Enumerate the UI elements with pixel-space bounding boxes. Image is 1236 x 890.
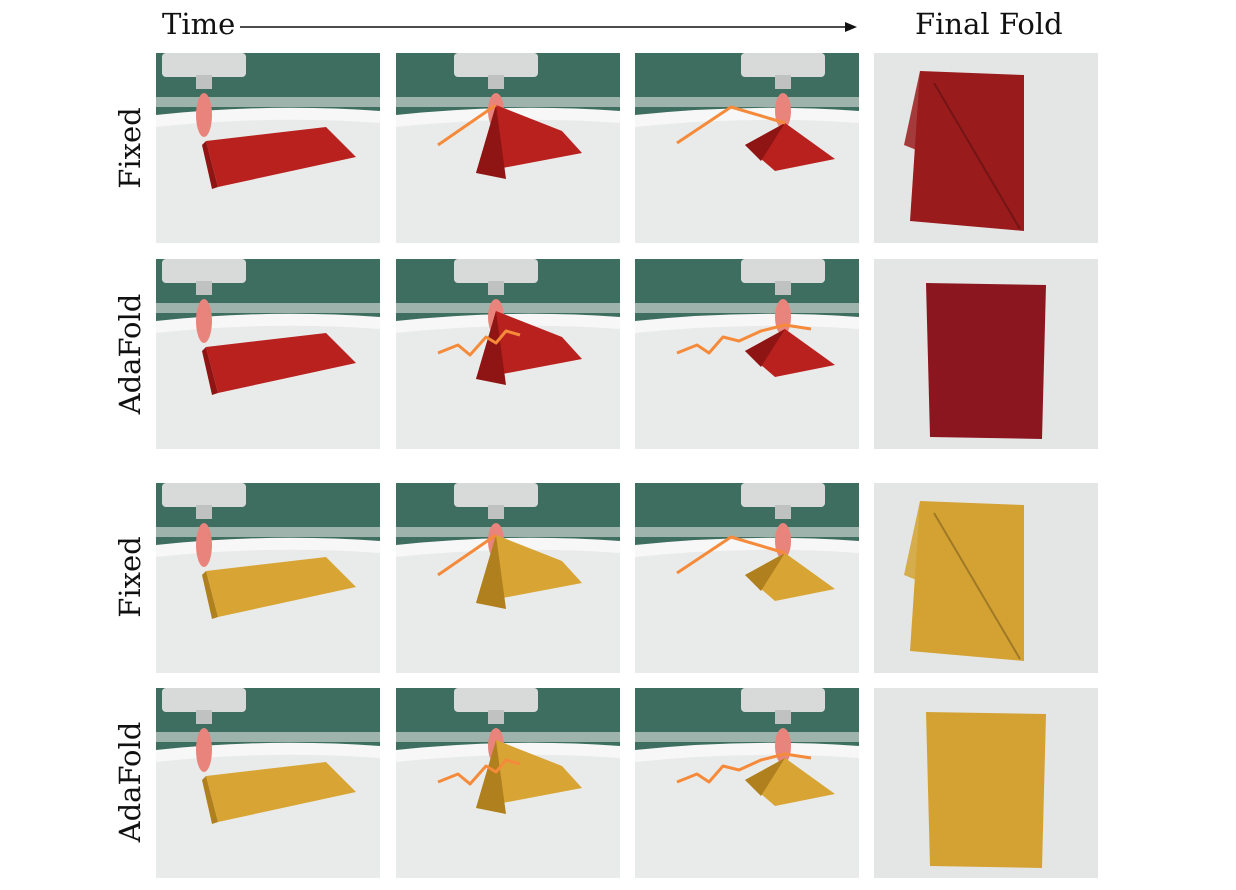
frame-3-2 — [396, 483, 620, 673]
frame-3-3 — [635, 483, 859, 673]
frame-2-2 — [396, 259, 620, 449]
final-fold-image-4 — [874, 688, 1098, 878]
frame-1-2 — [396, 53, 620, 243]
frame-4-3 — [635, 688, 859, 878]
final-fold-image-2 — [874, 259, 1098, 449]
row-label-1: Fixed — [113, 107, 147, 189]
time-arrow — [240, 22, 857, 32]
frame-4-1 — [156, 688, 380, 878]
row-label-4: AdaFold — [113, 721, 147, 843]
row-label-2: AdaFold — [113, 293, 147, 415]
frame-2-3 — [635, 259, 859, 449]
final-fold-label: Final Fold — [915, 7, 1063, 41]
time-axis-label: Time — [162, 7, 236, 41]
frame-1-3 — [635, 53, 859, 243]
final-fold-image-3 — [874, 483, 1098, 673]
frame-3-1 — [156, 483, 380, 673]
final-fold-image-1 — [874, 53, 1098, 243]
frame-2-1 — [156, 259, 380, 449]
frame-1-1 — [156, 53, 380, 243]
frame-4-2 — [396, 688, 620, 878]
row-label-3: Fixed — [113, 536, 147, 618]
